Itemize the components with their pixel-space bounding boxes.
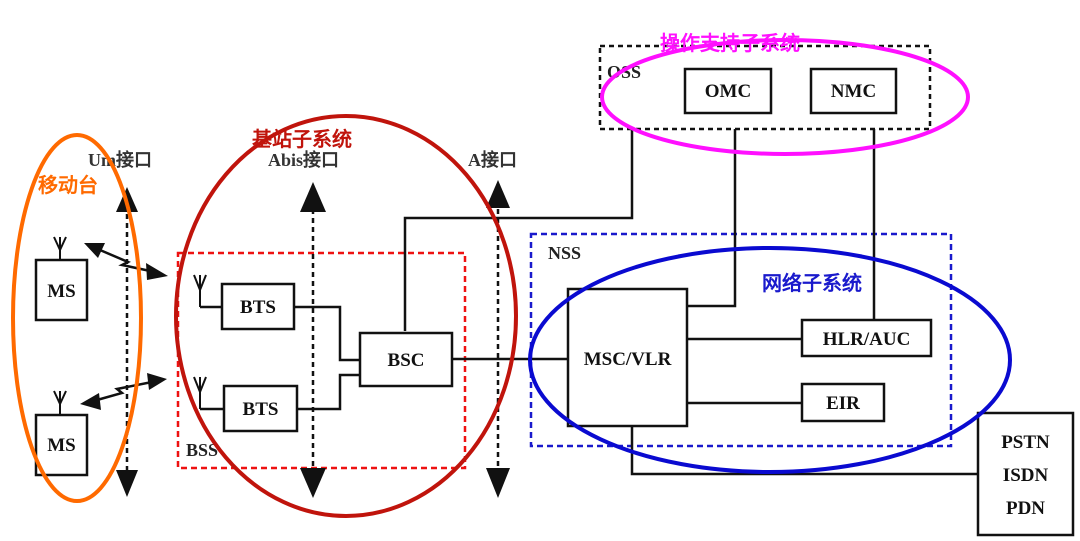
omc-label: OMC bbox=[705, 81, 751, 102]
abis-interface-label: Abis接口 bbox=[268, 149, 339, 170]
eir-node[interactable]: EIR bbox=[800, 382, 886, 423]
nmc-label: NMC bbox=[831, 81, 876, 102]
external-network-pdn: PDN bbox=[1006, 498, 1045, 519]
ms-top-label: MS bbox=[47, 281, 76, 302]
nss-group-label: NSS bbox=[548, 243, 581, 263]
bts-node-bottom[interactable]: BTS bbox=[222, 384, 299, 433]
um-interface-label: Um接口 bbox=[88, 149, 152, 170]
ms-bottom-label: MS bbox=[47, 435, 76, 456]
nss-dashed-boundary bbox=[529, 232, 953, 448]
msc-vlr-node[interactable]: MSC/VLR bbox=[566, 287, 689, 428]
ms-node-bottom[interactable]: MS bbox=[34, 413, 89, 477]
bsc-node[interactable]: BSC bbox=[358, 331, 454, 388]
antenna-icon bbox=[53, 236, 67, 260]
wire-msc-pstn bbox=[630, 426, 978, 476]
external-networks-node[interactable]: PSTN ISDN PDN bbox=[976, 411, 1075, 537]
mobile-station-ellipse bbox=[11, 133, 143, 503]
wire-msc-omc bbox=[687, 129, 737, 308]
bts-top-label: BTS bbox=[240, 297, 276, 318]
network-title: 网络子系统 bbox=[762, 271, 862, 295]
antenna-icon bbox=[193, 274, 222, 309]
base-station-ellipse bbox=[174, 114, 518, 518]
wire-bts-top-bsc bbox=[294, 305, 360, 362]
oss-dashed-boundary bbox=[598, 44, 932, 131]
omc-node[interactable]: OMC bbox=[683, 67, 773, 115]
antenna-icon bbox=[193, 376, 224, 411]
bsc-label: BSC bbox=[388, 350, 425, 371]
radio-link-top bbox=[84, 243, 168, 280]
hlr-auc-label: HLR/AUC bbox=[823, 329, 911, 350]
operation-support-ellipse bbox=[600, 38, 970, 156]
wire-bsc-oss bbox=[403, 129, 634, 331]
bts-node-top[interactable]: BTS bbox=[220, 282, 296, 331]
bss-group-label: BSS bbox=[186, 440, 218, 460]
eir-label: EIR bbox=[826, 393, 860, 414]
nmc-node[interactable]: NMC bbox=[809, 67, 898, 115]
wire-bts-bottom-bsc bbox=[297, 373, 360, 411]
base-station-title: 基站子系统 bbox=[252, 127, 352, 151]
msc-vlr-label: MSC/VLR bbox=[584, 349, 672, 370]
a-interface-label: A接口 bbox=[468, 149, 517, 170]
bts-bottom-label: BTS bbox=[243, 399, 279, 420]
external-network-pstn: PSTN bbox=[1001, 432, 1050, 453]
operation-support-title: 操作支持子系统 bbox=[660, 31, 800, 55]
hlr-auc-node[interactable]: HLR/AUC bbox=[800, 318, 933, 358]
a-interface-arrow bbox=[486, 180, 510, 498]
network-ellipse bbox=[528, 246, 1012, 474]
radio-link-bottom bbox=[80, 373, 167, 410]
external-network-isdn: ISDN bbox=[1003, 465, 1049, 486]
ms-node-top[interactable]: MS bbox=[34, 258, 89, 322]
antenna-icon bbox=[53, 390, 67, 415]
abis-interface-arrow bbox=[300, 182, 326, 498]
mobile-station-title: 移动台 bbox=[38, 173, 98, 197]
